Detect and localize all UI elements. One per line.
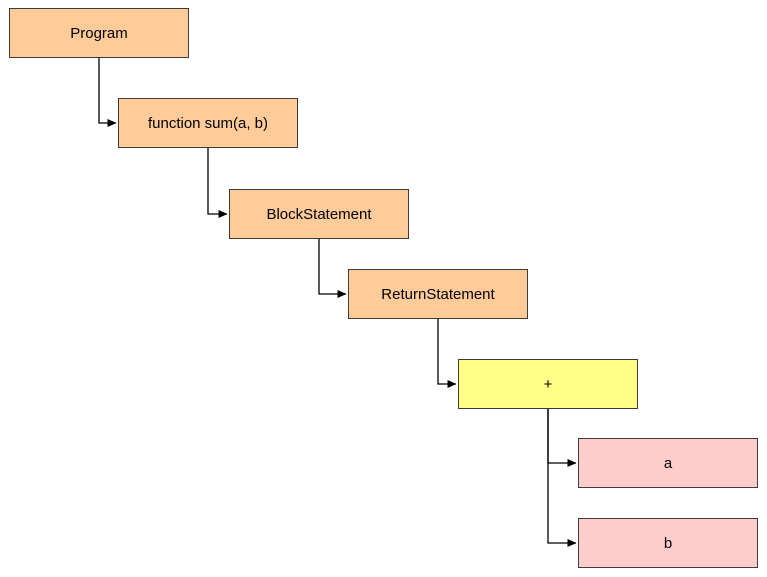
node-identifier-b-label: b [663,534,673,552]
edge-plus-to-a [547,409,577,467]
node-return-statement[interactable]: ReturnStatement [348,269,528,319]
edge-blockstatement-to-returnstatement [318,239,347,298]
edge-returnstatement-to-plus [437,319,457,388]
node-identifier-b[interactable]: b [578,518,758,568]
node-block-statement-label: BlockStatement [266,205,372,223]
node-identifier-a-label: a [663,454,673,472]
node-program[interactable]: Program [9,8,189,58]
node-return-statement-label: ReturnStatement [381,285,495,303]
node-identifier-a[interactable]: a [578,438,758,488]
node-function-declaration-label: function sum(a, b) [147,114,269,132]
node-binary-expression-plus-label: + [543,375,553,393]
edge-plus-to-b [547,409,577,547]
node-program-label: Program [70,24,128,42]
edge-function-to-blockstatement [207,148,228,218]
edge-program-to-function [98,58,117,127]
node-function-declaration[interactable]: function sum(a, b) [118,98,298,148]
node-binary-expression-plus[interactable]: + [458,359,638,409]
node-block-statement[interactable]: BlockStatement [229,189,409,239]
